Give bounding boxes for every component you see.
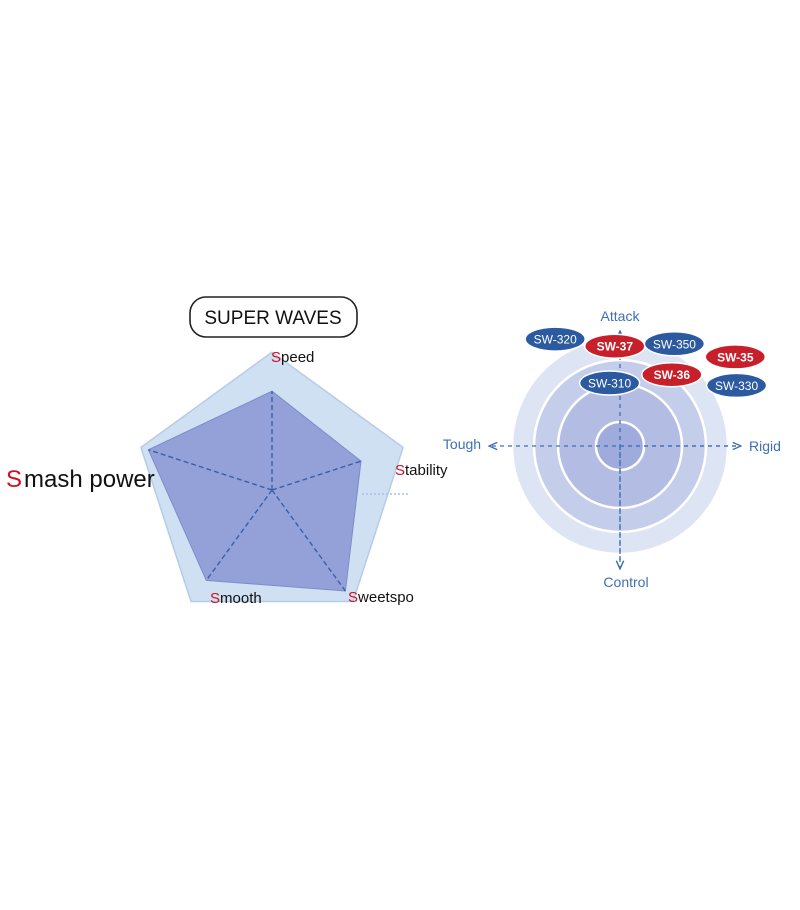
product-label: SW-36 — [654, 368, 691, 382]
axis-label-smash-power: Smash power — [6, 466, 155, 493]
axis-label-speed: Speed — [271, 349, 314, 366]
product-label: SW-35 — [717, 350, 754, 364]
product-point: SW-350 — [643, 331, 706, 357]
axis-label-control: Control — [603, 574, 648, 590]
axis-label-rigid: Rigid — [749, 438, 781, 454]
radar-spoke — [205, 489, 273, 581]
product-pill — [705, 372, 768, 399]
axis-label-tough: Tough — [443, 436, 481, 452]
axis-label-attack: Attack — [601, 308, 641, 324]
product-pill — [524, 326, 586, 352]
product-pill — [578, 370, 641, 396]
radar-series-area — [147, 390, 362, 592]
product-label: SW-350 — [653, 337, 696, 351]
axis-label-stability: Stability — [395, 462, 448, 479]
title-box — [189, 296, 358, 338]
product-pill — [641, 361, 703, 388]
product-pill — [643, 331, 706, 357]
product-label: SW-330 — [715, 379, 758, 393]
product-point: SW-330 — [705, 372, 768, 399]
product-point: SW-320 — [524, 326, 586, 352]
radar-chart: SUPER WAVES Speed Stability Sweetspo Smo… — [6, 296, 448, 607]
radar-spoke — [148, 449, 273, 491]
product-point: SW-37 — [584, 333, 646, 359]
product-label: SW-320 — [534, 333, 577, 347]
product-point: SW-36 — [641, 361, 703, 388]
radar-title: SUPER WAVES — [204, 308, 341, 329]
product-point: SW-35 — [704, 344, 767, 370]
product-label: SW-310 — [588, 377, 631, 391]
axis-label-sweetspot: Sweetspo — [348, 589, 414, 606]
radar-spoke — [271, 489, 346, 592]
product-pill — [704, 344, 767, 370]
product-point: SW-310 — [578, 370, 641, 396]
radar-spokes — [148, 391, 362, 592]
product-label: SW-37 — [597, 340, 634, 354]
axis-label-smooth: Smooth — [210, 590, 262, 607]
